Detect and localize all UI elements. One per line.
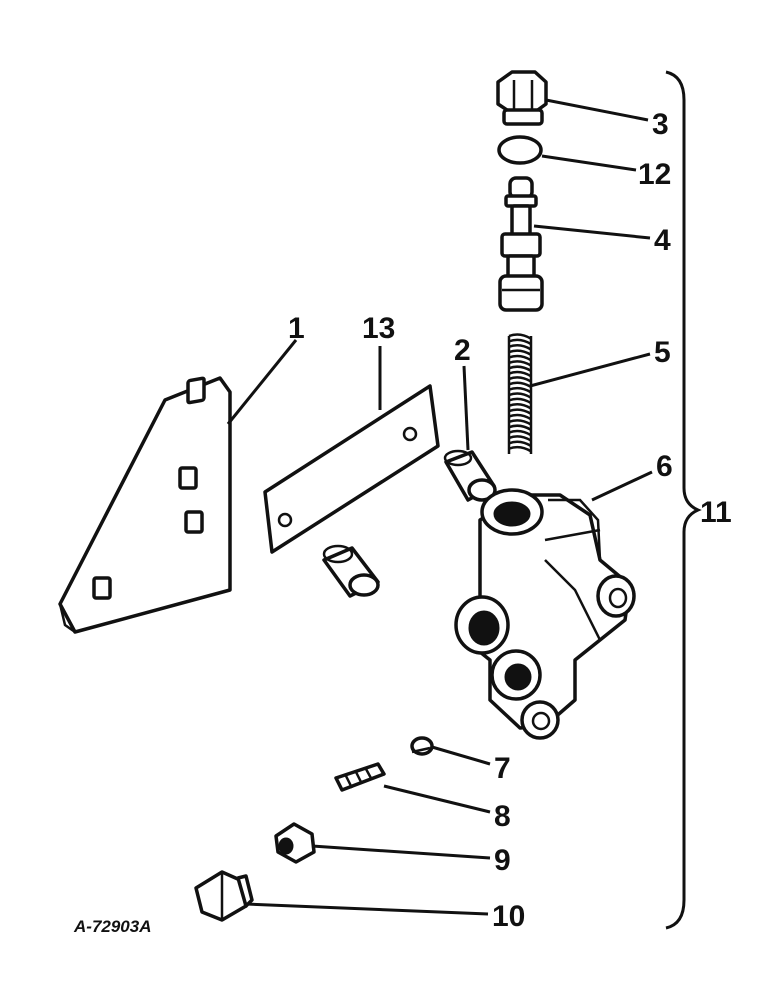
spring-coil <box>508 349 532 356</box>
part-5-spring <box>507 333 533 454</box>
spring-coil <box>508 402 532 410</box>
reference-code: A-72903A <box>73 917 152 936</box>
spring-coil <box>508 333 532 340</box>
callout-11: 11 <box>700 496 732 529</box>
spring-coil <box>508 445 532 453</box>
leader-6 <box>591 470 653 502</box>
leader-lines <box>226 98 653 916</box>
leader-2 <box>462 365 470 451</box>
callout-3: 3 <box>652 108 669 141</box>
callout-4: 4 <box>654 224 671 257</box>
spring-coil <box>508 381 532 389</box>
part-3-plug <box>496 70 548 126</box>
leader-3 <box>545 98 649 122</box>
leader-8 <box>383 784 491 814</box>
callout-labels: 1 13 2 3 12 4 5 6 11 7 8 9 10 A-72903A <box>73 108 732 936</box>
assembly-11-brace <box>665 70 702 930</box>
leader-5 <box>529 352 651 388</box>
spring-coil <box>508 370 532 378</box>
spring-coil <box>508 397 532 405</box>
callout-2: 2 <box>454 334 471 367</box>
spring-coil <box>508 376 532 383</box>
part-12-o-ring <box>497 135 543 165</box>
part-2-sleeve <box>443 449 497 502</box>
callout-10: 10 <box>492 900 525 933</box>
callout-1: 1 <box>288 312 305 345</box>
part-7-pin <box>410 736 434 756</box>
leader-12 <box>541 154 637 172</box>
spring-coil <box>508 429 532 437</box>
part-4-valve-spool <box>498 176 544 312</box>
part-9-nut <box>274 822 316 864</box>
part-6-valve-body <box>454 488 636 740</box>
leader-9 <box>311 844 491 860</box>
leader-4 <box>533 224 651 240</box>
part-1-bracket <box>58 376 232 634</box>
spring-coil <box>508 408 532 415</box>
callout-5: 5 <box>654 336 671 369</box>
leader-1 <box>226 339 298 425</box>
spring-coil <box>508 435 532 442</box>
spring-coil <box>508 392 532 399</box>
spring-coil <box>508 424 532 431</box>
part-13-gasket-plate <box>263 384 440 554</box>
spring-coil <box>508 360 532 367</box>
spring-coil <box>508 440 532 448</box>
spring-coil <box>508 365 532 372</box>
spring-coil <box>508 338 532 346</box>
spring-coil <box>508 419 532 426</box>
sleeve-lower <box>322 544 380 598</box>
part-8-roll-pin <box>334 762 386 792</box>
leader-7 <box>431 745 491 766</box>
callout-8: 8 <box>494 800 511 833</box>
spring-coil <box>508 343 532 351</box>
callout-12: 12 <box>638 158 671 191</box>
callout-6: 6 <box>656 450 673 483</box>
part-10-plug <box>194 870 254 922</box>
spring-coil <box>508 354 532 362</box>
spring-coil <box>508 413 532 421</box>
callout-13: 13 <box>362 312 395 345</box>
spring-coil <box>508 386 532 394</box>
callout-9: 9 <box>494 844 511 877</box>
leader-10 <box>245 902 489 916</box>
callout-7: 7 <box>494 752 511 785</box>
